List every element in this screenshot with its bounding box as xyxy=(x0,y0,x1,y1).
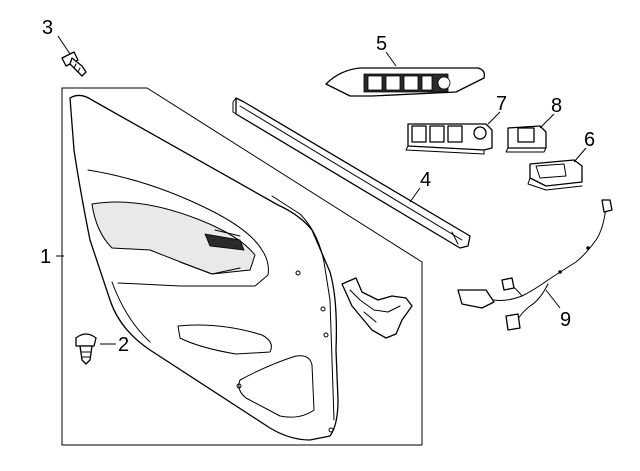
window-switch-small[interactable] xyxy=(505,125,547,153)
callout-9: 9 xyxy=(560,309,571,331)
callout-1: 1 xyxy=(40,246,51,268)
callout-2: 2 xyxy=(118,334,129,356)
leader-9 xyxy=(545,289,561,309)
push-clip[interactable] xyxy=(75,333,97,365)
trim-screw[interactable] xyxy=(61,51,87,77)
leader-5 xyxy=(385,51,397,67)
leader-3 xyxy=(57,35,71,55)
leader-4 xyxy=(409,187,421,203)
wiring-harness[interactable] xyxy=(457,199,613,331)
panel-group-frame xyxy=(61,87,423,446)
callout-6: 6 xyxy=(584,129,595,151)
callout-5: 5 xyxy=(376,33,387,55)
switch-housing[interactable] xyxy=(527,159,583,191)
leader-7 xyxy=(487,111,501,125)
handle-bracket[interactable] xyxy=(341,277,413,339)
door-trim-panel[interactable] xyxy=(69,94,339,441)
switch-bezel[interactable] xyxy=(325,67,486,97)
leader-6 xyxy=(573,147,587,163)
callout-4: 4 xyxy=(420,169,431,191)
callout-3: 3 xyxy=(42,17,53,39)
callout-7: 7 xyxy=(496,93,507,115)
callout-8: 8 xyxy=(551,95,562,117)
belt-weatherstrip[interactable] xyxy=(232,97,471,249)
leader-8 xyxy=(539,113,555,129)
master-window-switch[interactable] xyxy=(405,123,493,155)
